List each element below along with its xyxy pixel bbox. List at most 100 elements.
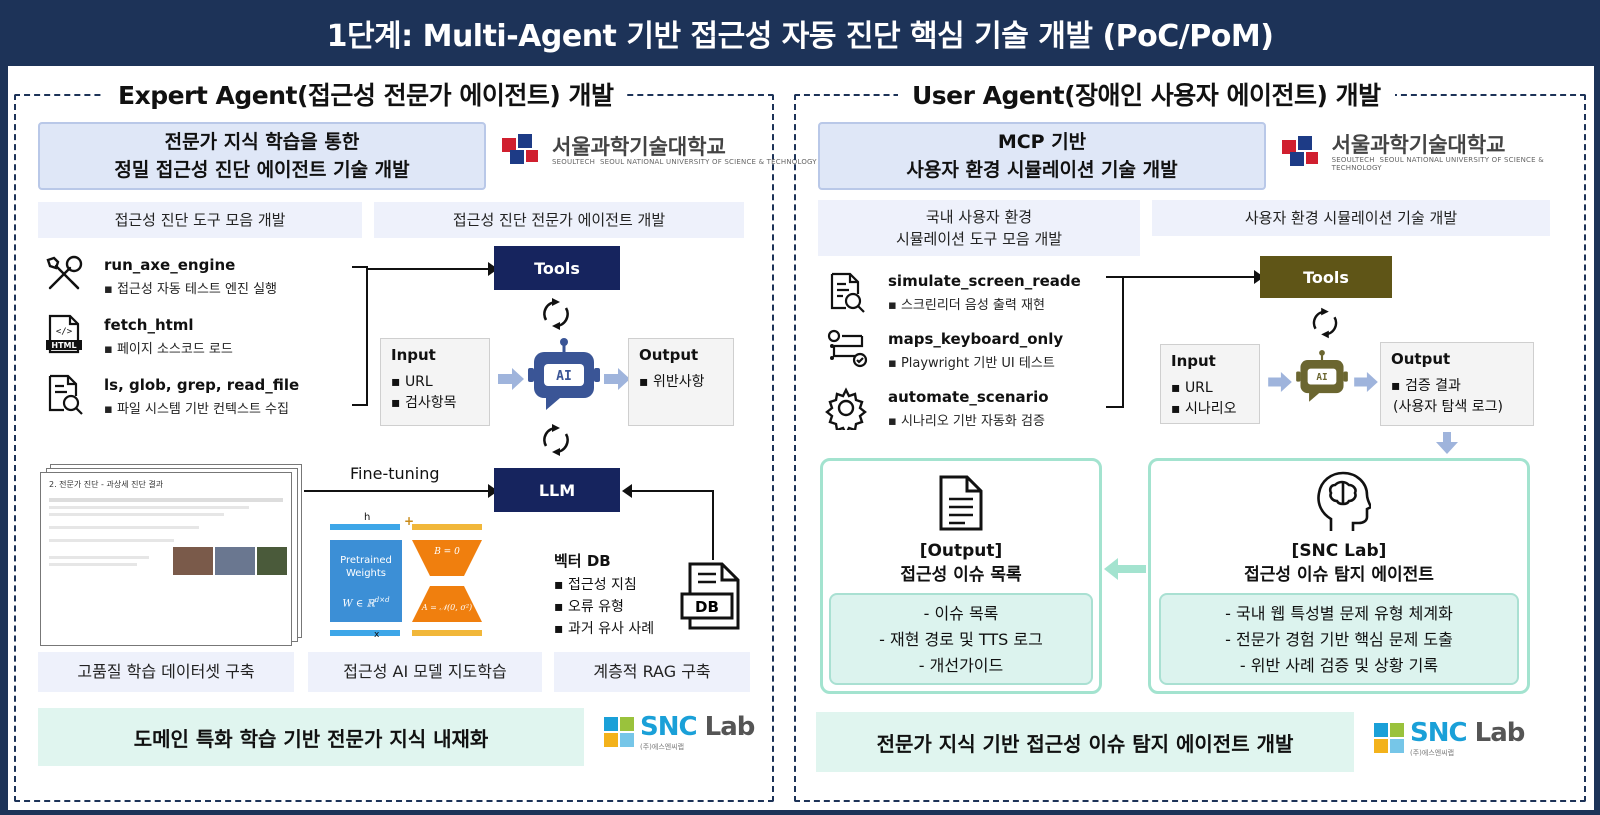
tool-name: ls, glob, grep, read_file: [104, 376, 300, 394]
left-bottom-label-2: 접근성 AI 모델 지도학습: [308, 652, 542, 692]
tool-maps-keyboard-only: maps_keyboard_only ▪ Playwright 기반 UI 테스…: [888, 330, 1063, 371]
snc-name-a: SNC: [1410, 718, 1468, 748]
right-panel-title: User Agent(장애인 사용자 에이전트) 개발: [898, 80, 1395, 112]
left-header-line1: 전문가 지식 학습을 통한: [164, 131, 360, 153]
output-item: ▪ 검증 결과: [1391, 378, 1461, 394]
sync-icon: [1312, 307, 1338, 339]
arrow-right-icon: [488, 484, 498, 498]
vector-db-item: ▪ 접근성 지침: [554, 577, 637, 593]
file-search-icon: [48, 374, 83, 415]
left-tools-box: Tools: [494, 246, 620, 290]
university-full: SEOUL NATIONAL UNIVERSITY OF SCIENCE & T…: [1331, 156, 1544, 172]
university-logo-right: 서울과학기술대학교 SEOULTECH SEOUL NATIONAL UNIVE…: [1282, 134, 1594, 172]
page-title: 1단계: Multi-Agent 기반 접근성 자동 진단 핵심 기술 개발 (…: [326, 19, 1274, 54]
lora-bar: [330, 524, 400, 530]
pretrained-weights-box: Pretrained Weights W ∈ ℝd×d: [330, 540, 402, 622]
output-item: ▪ 위반사항: [639, 374, 705, 390]
label-line: 시뮬레이션 도구 모음 개발: [895, 230, 1063, 248]
lora-bar: [330, 630, 400, 636]
gear-icon: [825, 387, 867, 430]
lora-h: h: [364, 512, 371, 523]
input-title: Input: [391, 346, 436, 364]
pretrained-line: Weights: [345, 568, 387, 579]
sync-icon: [543, 298, 569, 330]
database-file-icon: DB: [680, 562, 740, 630]
left-bottom-label-1: 고품질 학습 데이터셋 구축: [38, 652, 294, 692]
tool-automate-scenario: automate_scenario ▪ 시나리오 기반 자동화 검증: [888, 388, 1049, 429]
a-formula: A = 𝒩(0, σ²): [421, 603, 472, 612]
connector: [630, 490, 714, 492]
right-label-tools: 국내 사용자 환경 시뮬레이션 도구 모음 개발: [818, 200, 1140, 256]
snc-card-title: [SNC Lab] 접근성 이슈 탐지 에이전트: [1151, 539, 1527, 587]
left-output-box: Output ▪ 위반사항: [628, 338, 734, 426]
university-logo-left: 서울과학기술대학교 SEOULTECH SEOUL NATIONAL UNIVE…: [502, 134, 817, 168]
connector: [366, 266, 368, 406]
left-footer: 도메인 특화 학습 기반 전문가 지식 내재화: [38, 708, 584, 766]
output-item: (사용자 탐색 로그): [1393, 399, 1503, 415]
snc-logo-icon: [1374, 723, 1404, 753]
w-sup: d×d: [374, 596, 390, 604]
llm-box: LLM: [494, 468, 620, 512]
output-title: Output: [1391, 350, 1451, 368]
input-item: ▪ 검사항목: [391, 395, 457, 411]
arrow-left-icon: [1104, 558, 1146, 580]
tool-simulate-screen-reader: simulate_screen_reade ▪ 스크린리더 음성 출력 재현: [888, 272, 1081, 313]
finetune-label: Fine-tuning: [350, 464, 440, 483]
lora-x: x: [374, 630, 380, 640]
tool-name: fetch_html: [104, 316, 194, 334]
output-issue-card: [Output] 접근성 이슈 목록 - 이슈 목록 - 재현 경로 및 TTS…: [820, 458, 1102, 694]
right-footer: 전문가 지식 기반 접근성 이슈 탐지 에이전트 개발: [816, 712, 1354, 772]
label-line: 국내 사용자 환경: [925, 208, 1033, 226]
connector: [712, 490, 714, 560]
connector: [1106, 276, 1124, 278]
right-input-box: Input ▪ URL ▪ 시나리오: [1160, 344, 1260, 424]
connector: [1122, 276, 1256, 278]
tool-name: run_axe_engine: [104, 256, 236, 274]
right-header-line2: 사용자 환경 시뮬레이션 기술 개발: [906, 159, 1178, 181]
card-title-line: 접근성 이슈 목록: [900, 565, 1022, 585]
card-title-line: [Output]: [919, 541, 1003, 561]
lora-diagram: h + Pretrained Weights W ∈ ℝd×d B = 0 A …: [322, 512, 502, 644]
seoultech-flag-icon: [502, 134, 546, 168]
arrow-down-icon: [1436, 432, 1458, 454]
ai-label: AI: [1316, 372, 1327, 383]
card-list-item: - 위반 사례 검증 및 상황 기록: [1239, 656, 1439, 675]
snc-name-b: Lab: [1466, 718, 1526, 748]
tool-desc: ▪ 시나리오 기반 자동화 검증: [888, 414, 1045, 429]
snc-name-a: SNC: [640, 712, 698, 742]
left-label-tools: 접근성 진단 도구 모음 개발: [38, 202, 362, 238]
tool-ls-glob-grep: ls, glob, grep, read_file ▪ 파일 시스템 기반 컨텍…: [104, 376, 299, 417]
tool-desc: ▪ 페이지 소스코드 로드: [104, 342, 233, 357]
lora-bar: [412, 524, 482, 530]
card-title-line: 접근성 이슈 탐지 에이전트: [1244, 565, 1434, 585]
tool-desc: ▪ 접근성 자동 테스트 엔진 실행: [104, 282, 277, 297]
tool-desc: ▪ Playwright 기반 UI 테스트: [888, 356, 1055, 371]
left-input-box: Input ▪ URL ▪ 검사항목: [380, 338, 490, 426]
tool-name: maps_keyboard_only: [888, 330, 1064, 348]
screen-reader-icon: [830, 272, 865, 313]
left-header-line2: 정밀 접근성 진단 에이전트 기술 개발: [114, 159, 410, 181]
arrow-right-icon: [498, 368, 524, 390]
connector: [366, 268, 490, 270]
card-list-item: - 국내 웹 특성별 문제 유형 체계화: [1225, 604, 1453, 623]
university-full: SEOUL NATIONAL UNIVERSITY OF SCIENCE & T…: [599, 158, 817, 166]
tool-fetch-html: fetch_html ▪ 페이지 소스코드 로드: [104, 316, 233, 357]
training-document: 2. 전문가 진단 - 과상세 진단 결과: [40, 472, 292, 646]
input-item: ▪ URL: [391, 374, 433, 390]
card-list-item: - 이슈 목록: [923, 604, 999, 623]
tool-desc: ▪ 파일 시스템 기반 컨텍스트 수집: [104, 402, 289, 417]
tool-run-axe-engine: run_axe_engine ▪ 접근성 자동 테스트 엔진 실행: [104, 256, 277, 297]
vector-db-item: ▪ 과거 유사 사례: [554, 621, 655, 637]
university-short: SEOULTECH: [1331, 156, 1375, 164]
ai-robot-icon: AI: [528, 338, 600, 410]
arrow-right-icon: [1254, 270, 1264, 284]
input-item: ▪ 시나리오: [1171, 401, 1237, 417]
arrow-left-icon: [622, 484, 632, 498]
connector: [1122, 276, 1124, 408]
b-formula: B = 0: [433, 547, 460, 557]
tool-name: automate_scenario: [888, 388, 1049, 406]
snc-logo-icon: [604, 717, 634, 747]
vector-db-item: ▪ 오류 유형: [554, 599, 624, 615]
arrow-right-icon: [1354, 372, 1378, 392]
